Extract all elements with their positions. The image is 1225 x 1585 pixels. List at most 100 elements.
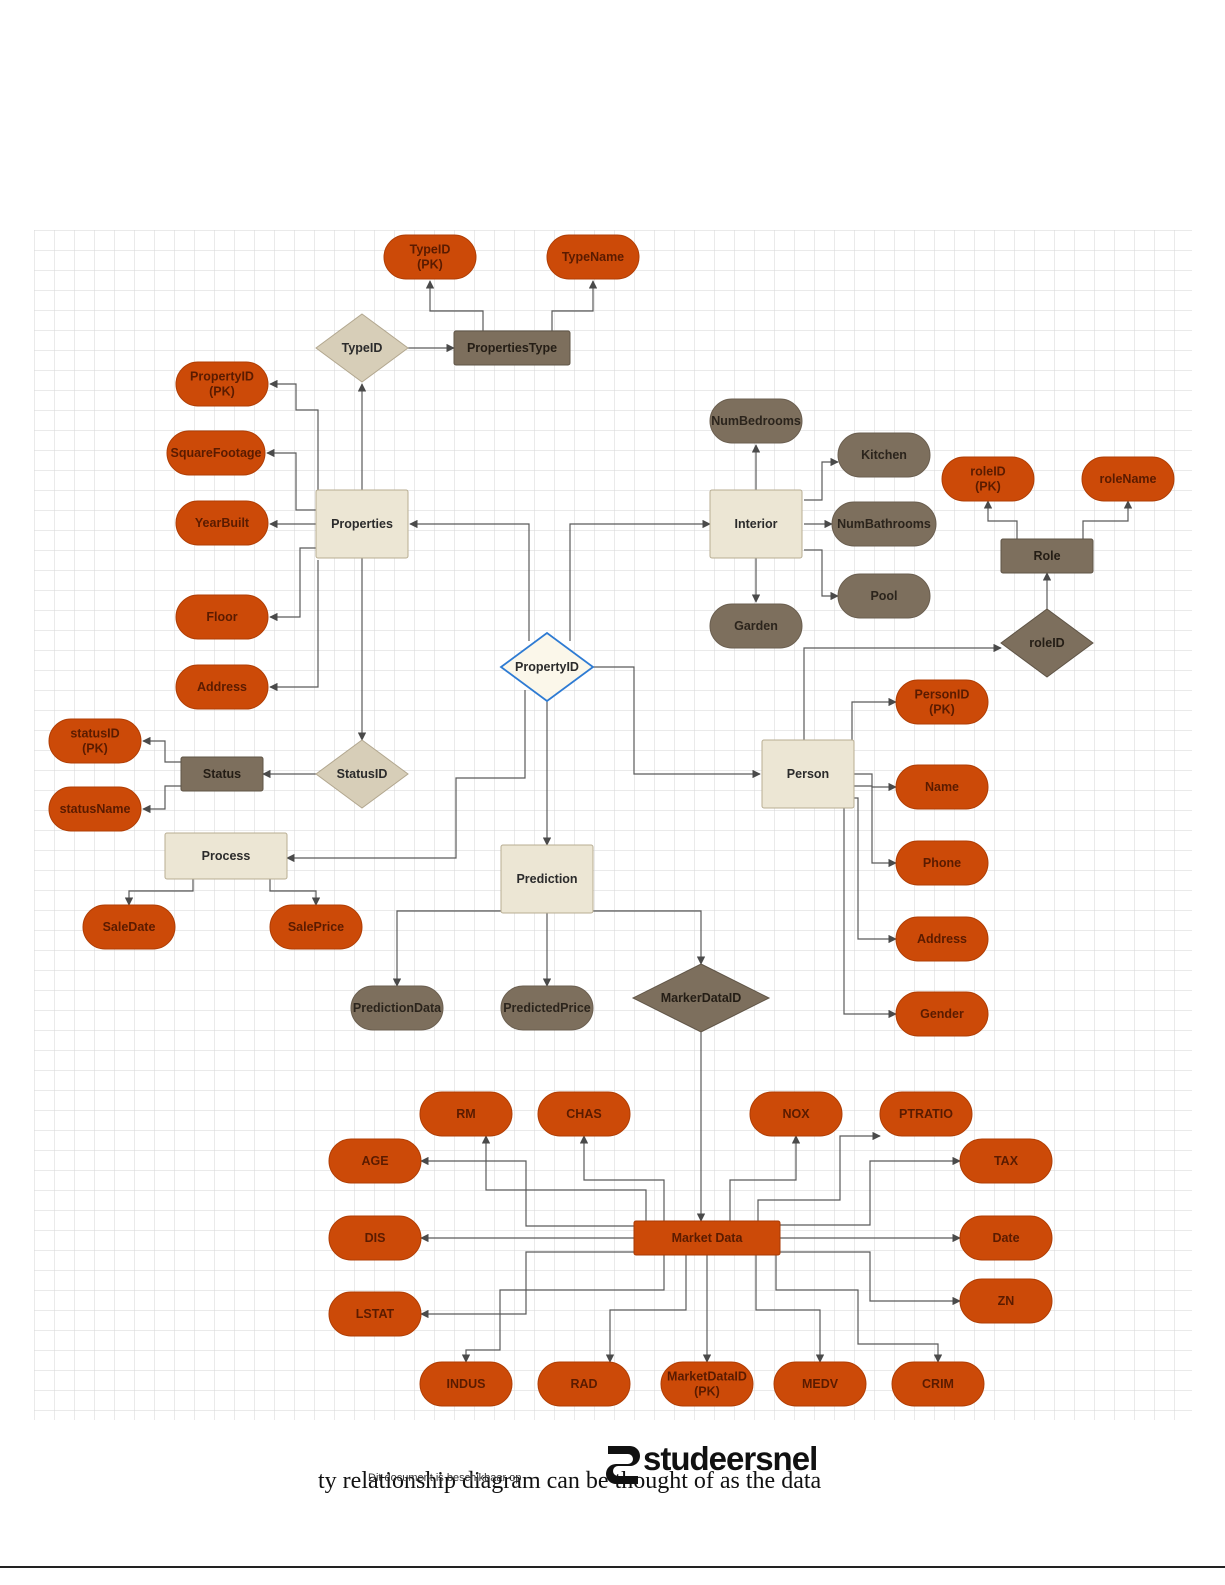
typeid-pk-label: TypeID: [410, 243, 451, 257]
connector-25: [286, 690, 526, 863]
footer-availability-note: Dit document is beschikbaar op: [368, 1472, 522, 1484]
node-name: Name: [895, 764, 989, 810]
node-rolename: roleName: [1081, 456, 1175, 502]
rad-shape: [537, 1361, 631, 1407]
address-prop-label: Address: [197, 680, 247, 694]
node-medv: MEDV: [773, 1361, 867, 1407]
node-lstat: LSTAT: [328, 1291, 422, 1337]
connector-38: [481, 1135, 647, 1221]
bottom-rule: [0, 1566, 1225, 1568]
indus-label: INDUS: [447, 1377, 486, 1391]
node-predictedprice: PredictedPrice: [500, 985, 594, 1031]
statusname-shape: [48, 786, 142, 832]
node-rm: RM: [419, 1091, 513, 1137]
yearbuilt-shape: [175, 500, 269, 546]
dis-label: DIS: [365, 1231, 386, 1245]
node-address-person: Address: [895, 916, 989, 962]
connector-11: [142, 736, 181, 763]
process-label: Process: [202, 849, 251, 863]
date-shape: [959, 1215, 1053, 1261]
node-phone: Phone: [895, 840, 989, 886]
node-roleid-pk: roleID(PK): [941, 456, 1035, 502]
gender-shape: [895, 991, 989, 1037]
medv-shape: [773, 1361, 867, 1407]
predictedprice-shape: [500, 985, 594, 1031]
studeersnel-brand-text: studeersnel: [643, 1440, 818, 1477]
connector-5: [266, 448, 318, 511]
node-saleprice: SalePrice: [269, 904, 363, 950]
propertiestype-label: PropertiesType: [467, 341, 557, 355]
connector-4: [269, 379, 319, 490]
medv-label: MEDV: [802, 1377, 839, 1391]
marketdataid-pk-label: (PK): [694, 1385, 720, 1399]
rolename-label: roleName: [1100, 472, 1157, 486]
connector-14: [569, 519, 711, 641]
connector-41: [757, 1131, 881, 1221]
node-statusname: statusName: [48, 786, 142, 832]
markerdataid-rel-shape: [631, 963, 771, 1033]
phone-shape: [895, 840, 989, 886]
node-status: Status: [180, 756, 264, 792]
phone-label: Phone: [923, 856, 961, 870]
node-numbedrooms: NumBedrooms: [709, 398, 803, 444]
node-crim: CRIM: [891, 1361, 985, 1407]
statusid-rel-shape: [315, 739, 409, 809]
node-markerdataid-rel: MarkerDataID: [631, 963, 771, 1033]
node-person: Person: [761, 739, 855, 809]
roleid-pk-label: roleID: [970, 465, 1005, 479]
connector-52: [775, 1255, 943, 1363]
node-kitchen: Kitchen: [837, 432, 931, 478]
connector-32: [852, 797, 897, 944]
marketdataid-pk-label: MarketDataID: [667, 1370, 747, 1384]
saledate-label: SaleDate: [103, 920, 156, 934]
connector-18: [804, 549, 839, 601]
rad-label: RAD: [570, 1377, 597, 1391]
garden-shape: [709, 603, 803, 649]
predictedprice-label: PredictedPrice: [503, 1001, 591, 1015]
saleprice-label: SalePrice: [288, 920, 344, 934]
address-person-shape: [895, 916, 989, 962]
indus-shape: [419, 1361, 513, 1407]
nox-shape: [749, 1091, 843, 1137]
ptratio-shape: [879, 1091, 973, 1137]
lstat-shape: [328, 1291, 422, 1337]
prediction-label: Prediction: [516, 872, 577, 886]
ptratio-label: PTRATIO: [899, 1107, 953, 1121]
status-shape: [180, 756, 264, 792]
connector-7: [269, 547, 318, 622]
node-propertiestype: PropertiesType: [453, 330, 571, 366]
kitchen-shape: [837, 432, 931, 478]
node-roleid-rel: roleID: [1000, 608, 1094, 678]
connector-8: [269, 560, 319, 692]
connector-24: [591, 666, 761, 779]
studeersnel-logo-icon: [606, 1446, 640, 1484]
connector-12: [142, 785, 181, 814]
marketdata-label: Market Data: [672, 1231, 744, 1245]
connector-21: [1082, 500, 1133, 539]
markerdataid-rel-label: MarkerDataID: [661, 991, 742, 1005]
connector-13: [409, 519, 530, 641]
person-shape: [761, 739, 855, 809]
connector-51: [755, 1255, 825, 1363]
connector-20: [983, 500, 1018, 539]
chas-label: CHAS: [566, 1107, 601, 1121]
kitchen-label: Kitchen: [861, 448, 907, 462]
footer-text-line: ty relationship diagram can be thought o…: [318, 1468, 822, 1494]
propertyid-pk-label: (PK): [209, 385, 235, 399]
node-predictiondata: PredictionData: [350, 985, 444, 1031]
properties-label: Properties: [331, 517, 393, 531]
statusname-label: statusName: [60, 802, 131, 816]
node-age: AGE: [328, 1138, 422, 1184]
saledate-shape: [82, 904, 176, 950]
node-propertyid-pk: PropertyID(PK): [175, 361, 269, 407]
gender-label: Gender: [920, 1007, 964, 1021]
person-label: Person: [787, 767, 829, 781]
node-indus: INDUS: [419, 1361, 513, 1407]
dis-shape: [328, 1215, 422, 1261]
node-interior: Interior: [709, 489, 803, 559]
connector-33: [843, 808, 897, 1019]
connector-47: [780, 1251, 961, 1306]
propertiestype-shape: [453, 330, 571, 366]
